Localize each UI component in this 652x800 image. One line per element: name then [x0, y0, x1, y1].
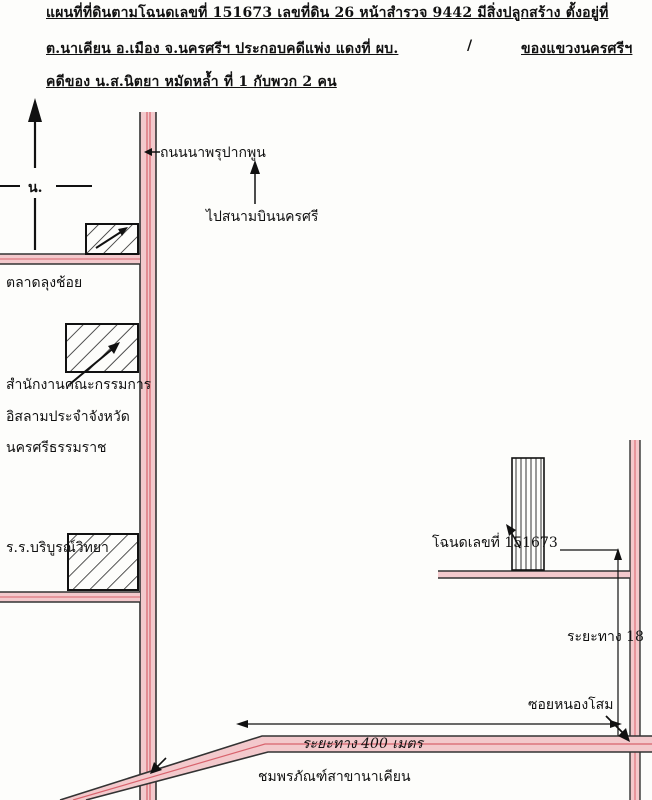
market-building [85, 223, 139, 255]
deed-lane [438, 570, 630, 579]
header-line-2-right: ของแขวงนครศรีฯ [521, 41, 633, 57]
distance-line-right [560, 548, 622, 740]
road-label-arrow [144, 148, 160, 156]
office-label-line-3: นครศรีธรรมราช [6, 440, 107, 456]
market-lane [0, 253, 140, 265]
branch-label: ชมพรภัณฑ์สาขานาเคียน [258, 769, 411, 785]
distance-bottom-label: ระยะทาง 400 เมตร [302, 736, 423, 752]
soi-marker [605, 715, 630, 742]
north-label: น. [28, 180, 43, 196]
office-building [65, 323, 139, 385]
lower-road [59, 735, 652, 800]
school-building [67, 533, 139, 591]
main-road [139, 112, 157, 800]
soi-label: ซอยหนองโสม [528, 697, 614, 713]
road-name: ถนนนาพรุปากพูน [160, 145, 266, 161]
branch-marker [150, 757, 167, 774]
school-lane [0, 591, 140, 603]
distance-right-label: ระยะทาง 18 [567, 629, 644, 645]
deed-label: โฉนดเลขที่ 151673 [432, 535, 558, 551]
market-label: ตลาดลุงช้อย [6, 275, 83, 291]
office-label-line-2: อิสลามประจำจังหวัด [6, 409, 130, 425]
airport-label: ไปสนามบินนครศรี [206, 209, 319, 225]
header-line-1: แผนที่ที่ดินตามโฉนดเลขที่ 151673 เลขที่ด… [46, 5, 609, 21]
header-line-2: ต.นาเคียน อ.เมือง จ.นครศรีฯ ประกอบคดีแพ่… [46, 41, 399, 57]
north-arrow [0, 98, 92, 250]
header-line-3: คดีของ น.ส.นิตยา หมัดหล้ำ ที่ 1 กับพวก 2… [46, 74, 337, 90]
deed-pointer [506, 524, 521, 549]
airport-direction-arrow [250, 160, 260, 204]
school-label: ร.ร.บริบูรณ์วิทยา [6, 540, 109, 556]
office-label-line-1: สำนักงานคณะกรรมการ [6, 377, 152, 393]
distance-line-bottom [236, 720, 622, 728]
header-slash: / [467, 38, 473, 54]
deed-plot [511, 457, 545, 571]
